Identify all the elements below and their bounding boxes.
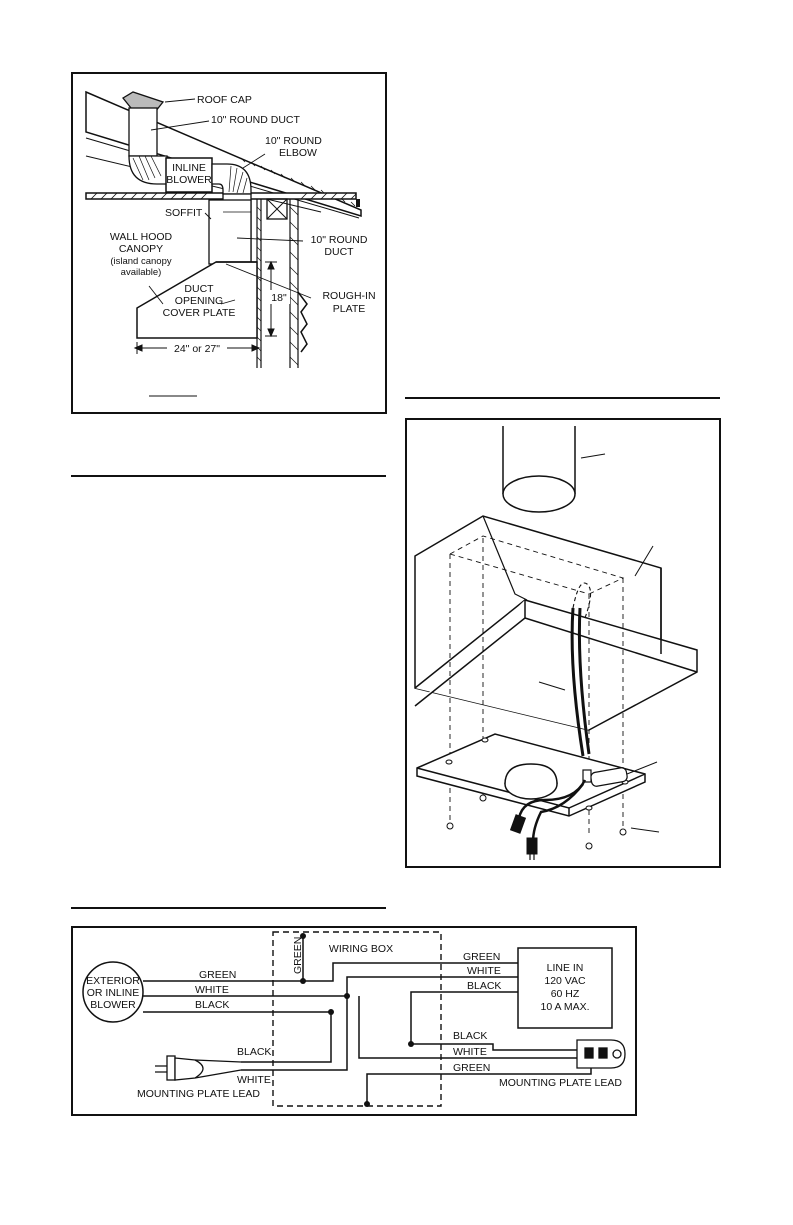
out-green-label: GREEN	[453, 1062, 490, 1074]
roof-cap	[122, 91, 165, 113]
blower-circle	[82, 961, 144, 1023]
mounting-plate-diagram	[405, 418, 721, 868]
duct-leader	[580, 453, 606, 459]
cover-plate-label-3: COVER PLATE	[163, 307, 236, 319]
soffit-label: SOFFIT	[165, 207, 203, 219]
mounting-lead-right-label: MOUNTING PLATE LEAD	[499, 1077, 622, 1089]
height-dimension-label: 18"	[271, 292, 287, 304]
line-in-box	[517, 947, 613, 1029]
installation-diagram: INLINE BLOWER	[71, 72, 387, 414]
cover-plate-label-2: OPENING	[175, 295, 223, 307]
left-plug	[155, 1055, 242, 1081]
leader-lines	[148, 98, 312, 305]
svg-text:INLINE: INLINE	[172, 162, 206, 174]
plug-white-label: WHITE	[237, 1074, 271, 1086]
out-black-label: BLACK	[453, 1030, 487, 1042]
rough-in-label-1: ROUGH-IN	[322, 290, 375, 302]
power-cable	[570, 582, 592, 757]
line-in-label-4: 10 A MAX.	[540, 1001, 589, 1013]
elbow-label-2: ELBOW	[279, 147, 317, 159]
screws	[445, 737, 629, 850]
junction-box	[582, 767, 628, 787]
blower-label-1: EXTERIOR	[86, 975, 140, 987]
round-duct	[502, 426, 576, 513]
right-green-label: GREEN	[463, 951, 500, 963]
wall	[256, 198, 308, 368]
line-in-label-1: LINE IN	[547, 962, 584, 974]
left-green-label: GREEN	[199, 969, 236, 981]
width-dimension-label: 24" or 27"	[174, 343, 220, 355]
canopy-label-1: WALL HOOD	[110, 231, 173, 243]
right-white-label: WHITE	[467, 965, 501, 977]
out-white-label: WHITE	[453, 1046, 487, 1058]
cover-plate-label-1: DUCT	[184, 283, 214, 295]
round-duct-right-label-2: DUCT	[324, 246, 354, 258]
wiring-box	[272, 931, 442, 1107]
cable-leader	[538, 681, 566, 691]
inline-blower: INLINE BLOWER	[165, 157, 213, 193]
left-black-label: BLACK	[195, 999, 229, 1011]
round-duct-right-label-1: 10" ROUND	[311, 234, 368, 246]
line-in-label-3: 60 HZ	[551, 988, 580, 1000]
plug-black-label: BLACK	[237, 1046, 271, 1058]
section-rule-left-middle	[71, 475, 386, 477]
wires	[143, 936, 592, 1104]
round-duct-vertical	[208, 193, 252, 265]
line-in-label-2: 120 VAC	[544, 975, 586, 987]
roof-cap-label: ROOF CAP	[197, 94, 252, 106]
screw-leader	[630, 827, 660, 833]
plate-leads	[517, 779, 587, 843]
wiring-diagram: WIRING BOX EXTERIOR OR INLINE BLOWER LIN…	[71, 926, 637, 1116]
blower-label-2: OR INLINE	[87, 987, 140, 999]
green-vertical-label: GREEN	[292, 937, 304, 974]
section-rule-left-bottom	[71, 907, 386, 909]
section-rule-right-top	[405, 397, 720, 399]
wire-junction-dots	[300, 933, 414, 1107]
right-receptacle	[576, 1039, 626, 1069]
soffit-band	[85, 192, 360, 207]
lead-plugs	[509, 814, 538, 860]
round-duct-top-label: 10" ROUND DUCT	[211, 114, 300, 126]
elbow-label-1: 10" ROUND	[265, 135, 322, 147]
right-black-label: BLACK	[467, 980, 501, 992]
wiring-box-label: WIRING BOX	[329, 943, 393, 955]
left-white-label: WHITE	[195, 984, 229, 996]
canopy-leader	[634, 545, 654, 577]
canopy-box	[414, 515, 698, 731]
svg-text:BLOWER: BLOWER	[166, 174, 212, 186]
round-duct-top	[128, 107, 168, 185]
wall-hood-canopy	[136, 261, 258, 339]
junction-leader	[626, 761, 658, 775]
rough-in-label-2: PLATE	[333, 303, 365, 315]
canopy-label-2: CANOPY	[119, 243, 163, 255]
canopy-label-4: available)	[121, 267, 162, 278]
blower-label-3: BLOWER	[90, 999, 136, 1011]
canopy-label-3: (island canopy	[110, 256, 172, 267]
mounting-lead-left-label: MOUNTING PLATE LEAD	[137, 1088, 260, 1100]
